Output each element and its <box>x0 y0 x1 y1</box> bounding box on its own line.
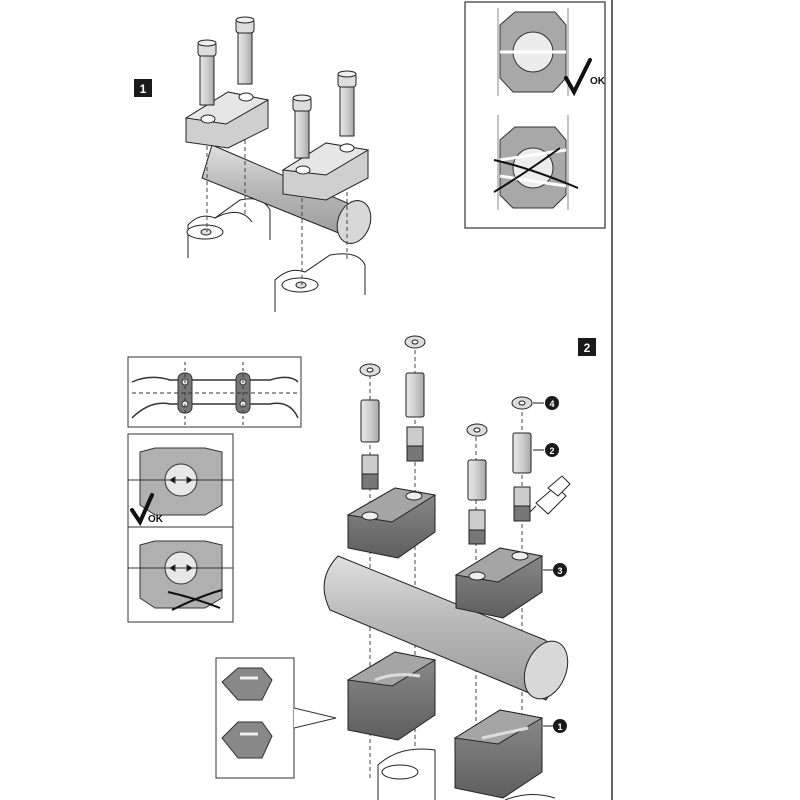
lower-mount-stub-left <box>377 748 436 800</box>
bolt-1 <box>197 39 217 106</box>
bolt-head-2 <box>405 372 425 418</box>
clamp-orientation-inset <box>127 433 234 623</box>
step-1-illustration <box>184 16 372 312</box>
upper-clamp-2-left <box>346 487 437 559</box>
washer-2 <box>404 335 426 349</box>
lower-clamp-2-right <box>453 709 544 799</box>
bolt-head-1 <box>360 399 380 443</box>
knurl-inset <box>215 657 337 779</box>
bolt-head-3 <box>467 459 487 501</box>
ok-label-2: OK <box>148 514 164 525</box>
checkmark-icon <box>564 58 592 97</box>
step-2-label: 2 <box>584 341 591 355</box>
lower-mount-right <box>274 253 366 312</box>
upper-clamp-2-right <box>454 547 544 619</box>
bolt-head-4 <box>512 432 532 474</box>
lower-mount-stub-right <box>504 794 556 800</box>
cross-icon <box>493 147 579 193</box>
callout-1: 1 <box>543 719 567 733</box>
threadlocker-bottle-icon <box>529 475 571 515</box>
callout-3: 3 <box>543 563 567 577</box>
lower-clamp-2-left <box>346 651 437 741</box>
upper-clamp-left <box>184 91 270 149</box>
step-1-label: 1 <box>140 82 147 96</box>
callout-1-label: 1 <box>557 722 562 732</box>
bolt-4 <box>337 70 357 137</box>
handlebar-tube-2 <box>323 555 569 701</box>
callout-2: 2 <box>533 443 559 457</box>
callout-4-label: 4 <box>549 399 554 409</box>
bolt-2 <box>235 16 255 85</box>
top-view-inset <box>127 356 302 428</box>
step-2-assembly <box>323 335 571 800</box>
callout-4: 4 <box>533 396 559 410</box>
step-2-badge: 2 <box>578 338 596 356</box>
washer-4 <box>511 396 533 410</box>
gap-check-inset: OK <box>464 1 606 229</box>
knurl-insert-top <box>221 667 273 701</box>
washer-1 <box>359 363 381 377</box>
lower-mount-left <box>186 198 271 258</box>
bolt-thread-1 <box>361 454 379 490</box>
knurl-insert-bottom <box>221 721 273 759</box>
bolt-thread-2 <box>406 426 424 462</box>
callout-2-label: 2 <box>549 446 554 456</box>
checkmark-icon-2 <box>130 493 154 527</box>
callout-3-label: 3 <box>557 566 562 576</box>
step-1-badge: 1 <box>134 79 152 97</box>
bolt-3 <box>292 94 312 159</box>
bolt-thread-4 <box>513 486 531 522</box>
ok-label: OK <box>590 76 606 87</box>
clamp-gap-ok <box>497 8 569 96</box>
washer-3 <box>466 423 488 437</box>
alignment-lines <box>206 98 348 285</box>
bolt-thread-3 <box>468 509 486 545</box>
cross-icon-2 <box>167 589 223 611</box>
